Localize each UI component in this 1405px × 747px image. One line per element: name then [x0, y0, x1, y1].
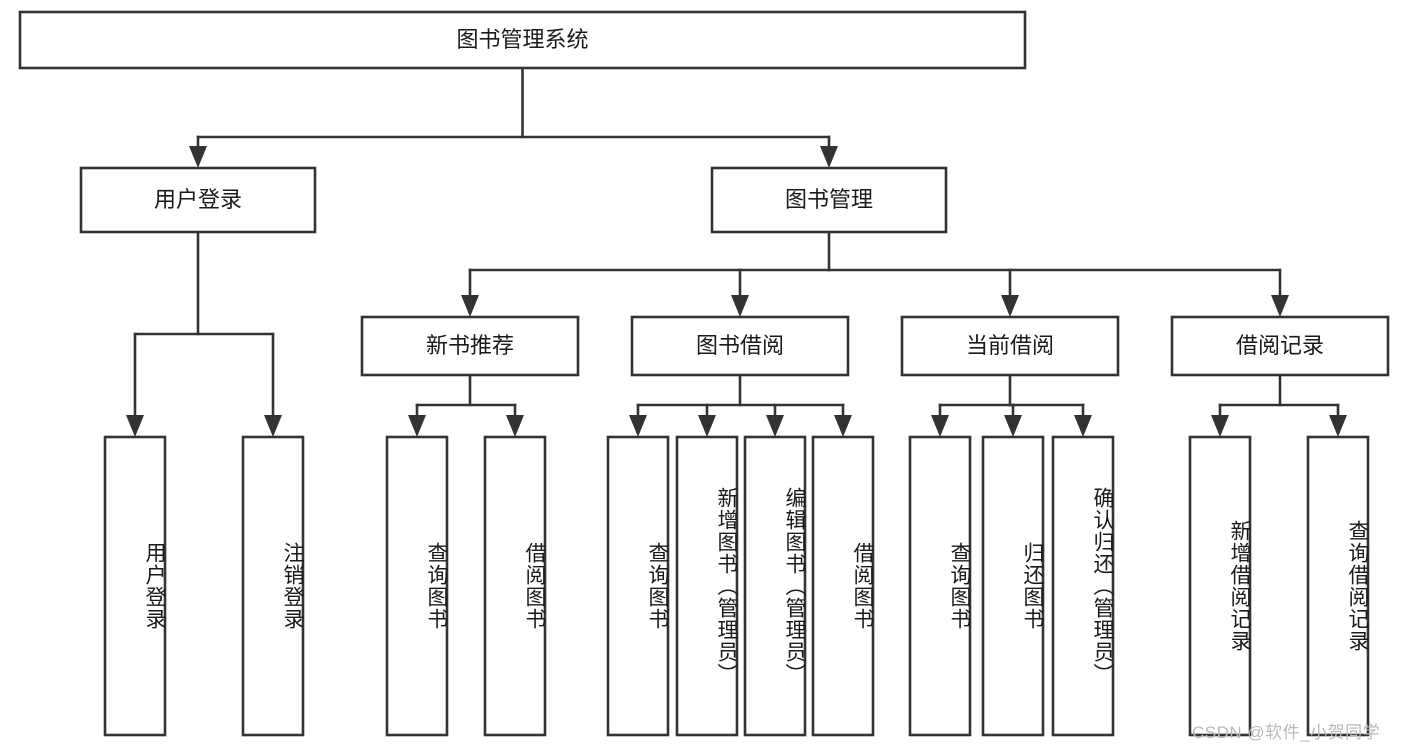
arrow-head-icon-l3-1 — [731, 295, 749, 317]
arrow-head-icon-l2-0 — [189, 146, 207, 168]
arrow-head-icon-leaf-0-0 — [126, 415, 144, 437]
node-l3-3[interactable] — [1170, 315, 1390, 377]
node-leaf-6[interactable] — [743, 435, 807, 737]
node-leaf-10[interactable] — [1051, 435, 1115, 737]
arrow-head-icon-leaf-1-0 — [408, 415, 426, 437]
boxes-layer — [18, 10, 1390, 737]
arrow-head-icon-leaf-2-0 — [629, 415, 647, 437]
connectors-layer — [126, 66, 1347, 437]
node-l3-2[interactable] — [900, 315, 1120, 377]
arrow-head-icon-leaf-4-1 — [1329, 415, 1347, 437]
node-l3-1-label: 图书借阅 — [696, 333, 784, 358]
arrow-head-icon-leaf-0-1 — [264, 415, 282, 437]
node-leaf-0[interactable] — [103, 435, 167, 737]
arrow-head-icon-leaf-3-0 — [931, 415, 949, 437]
node-l2-1[interactable] — [710, 166, 948, 234]
arrow-head-icon-l3-0 — [461, 295, 479, 317]
node-l3-0[interactable] — [360, 315, 580, 377]
arrow-head-icon-leaf-3-2 — [1074, 415, 1092, 437]
node-root-system[interactable] — [18, 10, 1027, 70]
arrow-head-icon-l2-1 — [820, 146, 838, 168]
arrow-head-icon-l3-2 — [1001, 295, 1019, 317]
node-leaf-11[interactable] — [1188, 435, 1252, 737]
node-leaf-5[interactable] — [675, 435, 739, 737]
node-l3-0-label: 新书推荐 — [426, 333, 514, 358]
node-l2-1-label: 图书管理 — [785, 187, 873, 212]
node-leaf-9[interactable] — [981, 435, 1045, 737]
csdn-watermark: CSDN @软件_小贺同学 — [1192, 723, 1381, 742]
node-l2-0-label: 用户登录 — [154, 187, 242, 212]
node-leaf-4[interactable] — [606, 435, 670, 737]
node-l3-3-label: 借阅记录 — [1236, 333, 1324, 358]
arrow-head-icon-leaf-2-1 — [698, 415, 716, 437]
arrow-head-icon-leaf-3-1 — [1004, 415, 1022, 437]
arrow-head-icon-leaf-2-3 — [834, 415, 852, 437]
node-l2-0[interactable] — [79, 166, 317, 234]
node-leaf-1[interactable] — [241, 435, 305, 737]
arrow-head-icon-l3-3 — [1271, 295, 1289, 317]
node-leaf-3[interactable] — [483, 435, 547, 737]
arrow-head-icon-leaf-1-1 — [506, 415, 524, 437]
node-root-system-label: 图书管理系统 — [456, 27, 588, 52]
node-leaf-12[interactable] — [1306, 435, 1370, 737]
node-leaf-7[interactable] — [811, 435, 875, 737]
node-l3-2-label: 当前借阅 — [966, 333, 1054, 358]
node-leaf-2[interactable] — [385, 435, 449, 737]
node-leaf-8[interactable] — [908, 435, 972, 737]
node-l3-1[interactable] — [630, 315, 850, 377]
arrow-head-icon-leaf-4-0 — [1211, 415, 1229, 437]
arrow-head-icon-leaf-2-2 — [766, 415, 784, 437]
